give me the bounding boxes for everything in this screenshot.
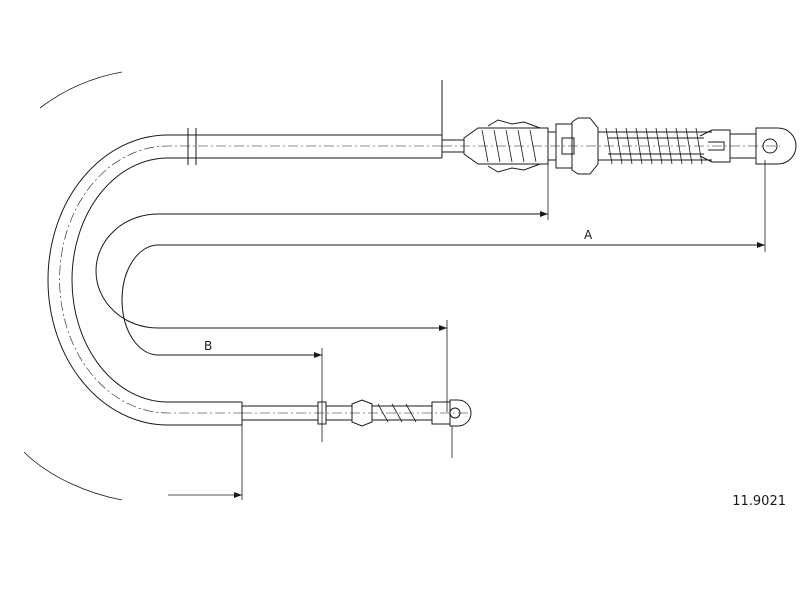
dimension-a-label: A — [584, 228, 593, 242]
upper-ferrule — [441, 119, 780, 173]
guide-arc-top — [39, 71, 123, 109]
dimension-b-label: B — [204, 339, 212, 353]
dimension-a — [540, 150, 766, 252]
cable-sheath — [47, 80, 443, 426]
sheath-band — [187, 128, 197, 165]
dimension-b — [168, 320, 448, 500]
part-number: 11.9021 — [732, 494, 786, 509]
inner-cable-loop — [95, 213, 548, 329]
upper-spring-assembly — [547, 117, 731, 175]
lower-fitting — [241, 399, 472, 458]
guide-arc-bottom — [23, 451, 123, 501]
upper-eye-end — [729, 127, 797, 165]
inner-cable-loop-2 — [121, 244, 765, 356]
